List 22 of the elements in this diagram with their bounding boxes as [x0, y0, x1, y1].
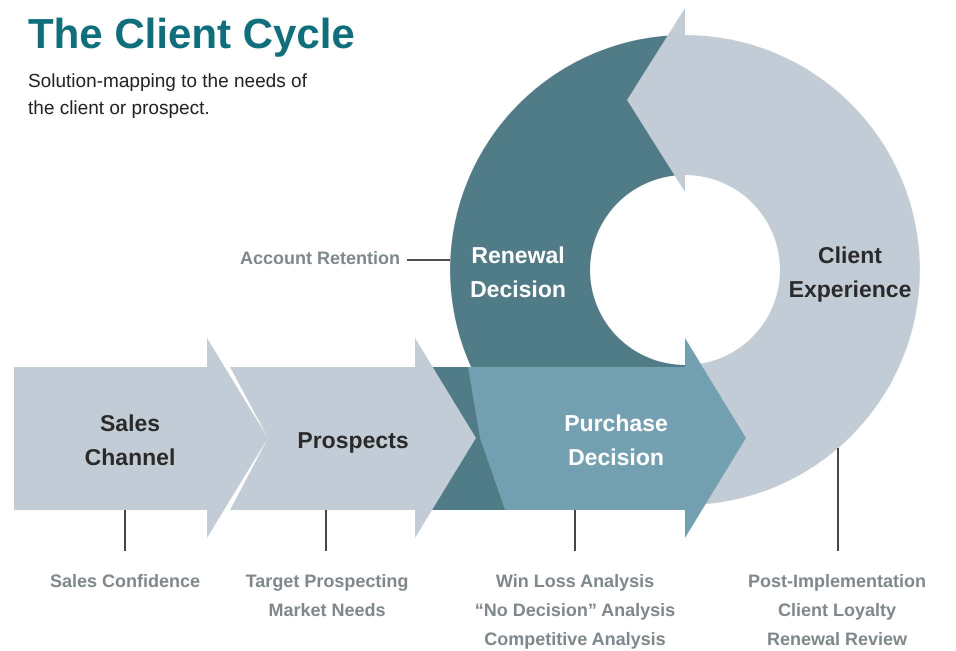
annotation-text: Renewal Review — [766, 628, 908, 651]
leader-line — [325, 510, 327, 551]
title: The Client Cycle — [28, 10, 355, 58]
subtitle: Solution-mapping to the needs of the client or prospect. — [28, 70, 308, 121]
annotation-text: Client Loyalty — [778, 599, 896, 622]
stage-label: Purchase Decision — [563, 409, 669, 472]
leader-line — [837, 448, 839, 551]
annotation-text: Target Prospecting — [246, 570, 408, 593]
annotation-text: Account Retention — [240, 247, 400, 270]
stage-label: Prospects — [296, 426, 410, 455]
annotation-text: Market Needs — [268, 599, 386, 622]
stage-label: Sales Channel — [84, 409, 176, 472]
leader-line — [574, 510, 576, 551]
annotation-text: Competitive Analysis — [484, 628, 666, 651]
annotation-text: Post-Implementation — [748, 570, 926, 593]
stage-label: Client Experience — [788, 241, 912, 304]
stage-label: Renewal Decision — [469, 241, 567, 304]
annotation-text: Win Loss Analysis — [496, 570, 654, 593]
leader-line — [407, 259, 450, 261]
annotation-text: “No Decision” Analysis — [474, 599, 676, 622]
annotation-text: Sales Confidence — [50, 570, 200, 593]
leader-line — [124, 510, 126, 551]
